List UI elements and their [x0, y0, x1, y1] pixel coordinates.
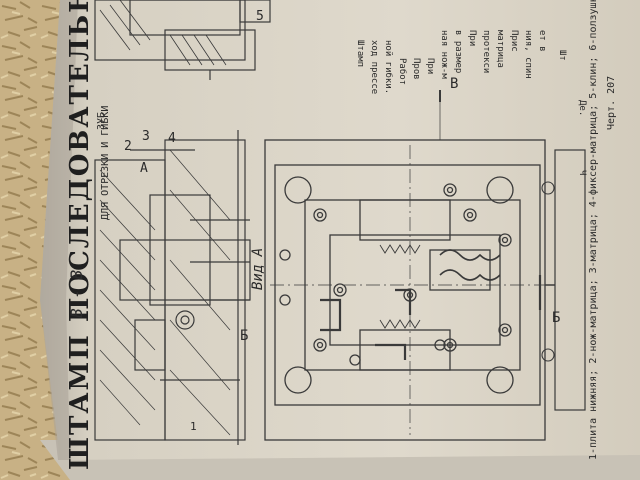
- section-v-v-drawing: [94, 130, 251, 445]
- section-mark-a: А: [140, 161, 148, 176]
- page: [40, 0, 640, 460]
- right-bracket: [554, 149, 586, 411]
- drawing-subtitle-prefix: ЗУБ: [96, 112, 107, 130]
- section-label-v-v: В - В: [67, 269, 86, 318]
- callout-1: 1: [190, 420, 197, 433]
- body-text-column: Штамп ход прессе ной гибки. Работ Пров П…: [355, 30, 587, 175]
- right-bolt-top: [541, 181, 555, 195]
- svg-text:ния, спин: ния, спин: [523, 30, 533, 79]
- svg-text:При: При: [425, 58, 435, 74]
- section-mark-v: В: [450, 76, 458, 92]
- svg-text:Работ: Работ: [397, 58, 408, 85]
- callout-2: 2: [124, 139, 132, 154]
- svg-text:Прис: Прис: [509, 30, 519, 52]
- svg-text:ная нож-м: ная нож-м: [439, 30, 449, 79]
- callout-3: 3: [142, 129, 150, 144]
- plan-view-drawing: [264, 90, 555, 441]
- drawing-subtitle: ДЛЯ ОТРЕЗКИ И ГИБКИ: [100, 106, 111, 220]
- svg-text:матрица: матрица: [495, 30, 505, 68]
- section-mark-b-left: Б: [240, 328, 248, 344]
- callout-4: 4: [168, 131, 176, 146]
- right-bolt-bottom: [541, 348, 555, 362]
- svg-text:При: При: [467, 30, 477, 46]
- svg-text:Шт: Шт: [557, 50, 567, 61]
- svg-text:ной гибки.: ной гибки.: [383, 40, 394, 94]
- svg-text:Де.: Де.: [577, 100, 587, 116]
- drawing-title: ШТАМП ПОСЛЕДОВАТЕЛЬНЫЙ: [62, 0, 95, 470]
- svg-text:Пров: Пров: [411, 58, 421, 80]
- svg-text:протекси: протекси: [481, 30, 491, 73]
- svg-text:Ч: Ч: [577, 170, 587, 175]
- svg-text:ет в: ет в: [537, 30, 547, 52]
- page-gutter-shadow: [40, 0, 78, 460]
- svg-text:ход прессе: ход прессе: [369, 40, 379, 94]
- figure-reference: Черт. 207: [606, 76, 617, 130]
- callout-5: 5: [256, 9, 264, 24]
- view-label-a: Вид А: [250, 248, 266, 290]
- top-section-drawing: [94, 0, 271, 80]
- svg-text:Штамп: Штамп: [355, 40, 365, 67]
- parts-caption: 1-плита нижняя; 2-нож-матрица; 3-матрица…: [587, 0, 599, 460]
- svg-text:в размер: в размер: [453, 30, 463, 73]
- section-mark-b-right: Б: [552, 310, 560, 326]
